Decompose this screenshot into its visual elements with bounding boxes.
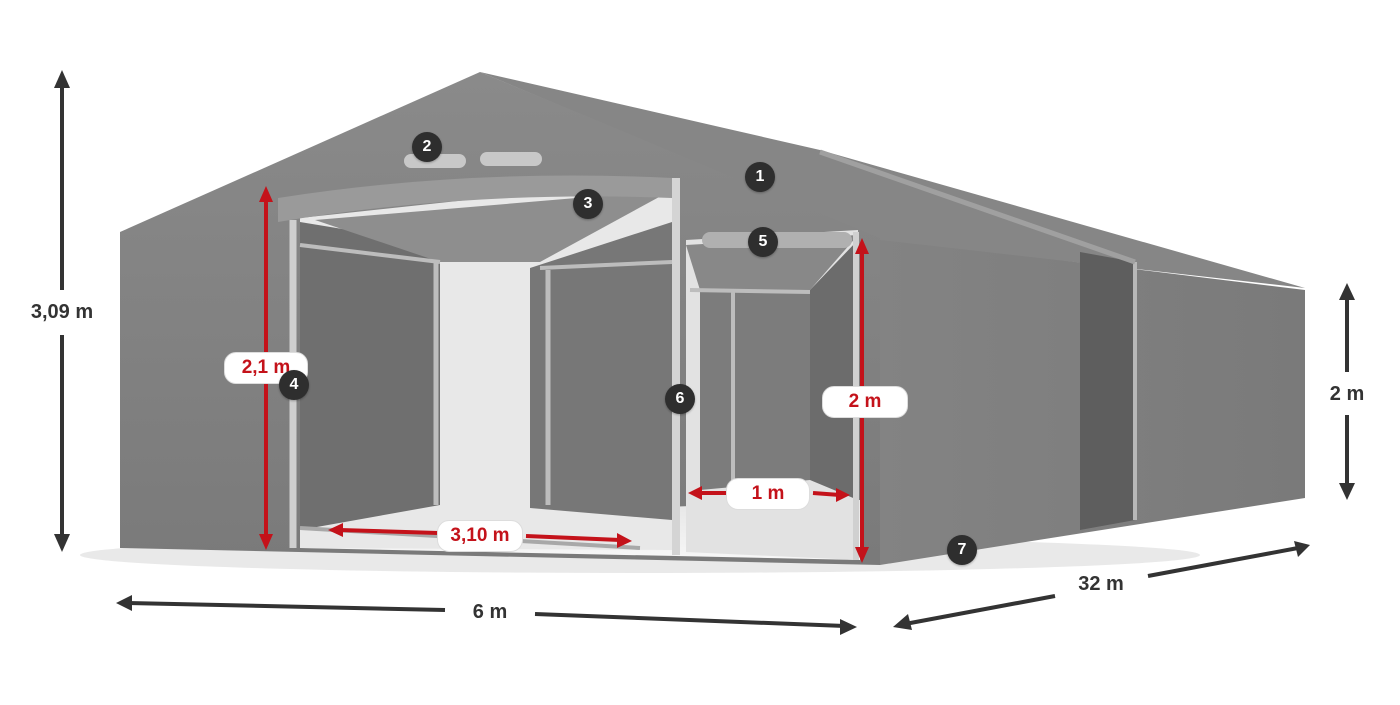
height-total-label: 3,09 m [14, 296, 110, 328]
door-width-arrow-right [812, 491, 841, 497]
roof-vent-2 [480, 152, 542, 166]
frame-beam-2 [539, 260, 673, 270]
side-door-opening [1080, 252, 1135, 530]
entrance-height-label: 2,1 m [224, 352, 308, 384]
length-arrow-left [904, 594, 1056, 626]
callout-3: 3 [573, 189, 603, 219]
red-arrow-heads [259, 186, 869, 563]
frame-beam-3 [689, 288, 811, 294]
width-arrow-left [127, 601, 446, 612]
width-arrow-right [534, 612, 846, 628]
length-label: 32 m [1058, 568, 1144, 600]
roof-rail [819, 149, 1136, 265]
red-dimension-arrows [264, 196, 864, 558]
callout-1: 1 [745, 162, 775, 192]
callout-7: 7 [947, 535, 977, 565]
callout-4: 4 [279, 370, 309, 400]
callout-5: 5 [748, 227, 778, 257]
door-height-label: 2 m [822, 386, 908, 418]
entrance-width-arrow-left [339, 528, 439, 535]
dimension-arrows [60, 82, 1349, 628]
callout-2: 2 [412, 132, 442, 162]
door-inner-wall [810, 240, 858, 500]
roof-long [480, 72, 1305, 288]
rolled-curtain [278, 175, 672, 222]
side-wall-height-label: 2 m [1310, 378, 1384, 410]
frame-beam-1 [299, 243, 441, 264]
entrance-width-label: 3,10 m [437, 520, 523, 552]
door-width-label: 1 m [726, 478, 810, 510]
door-ceiling [686, 235, 858, 290]
entrance-width-arrow-right [525, 534, 621, 542]
entrance-inner-wall-left [300, 222, 440, 530]
inner-divider [530, 222, 672, 520]
width-label: 6 m [450, 596, 530, 628]
door-back-wall [700, 290, 810, 490]
callout-6: 6 [665, 384, 695, 414]
length-arrow-right [1147, 546, 1299, 578]
arrow-heads [54, 70, 1355, 635]
